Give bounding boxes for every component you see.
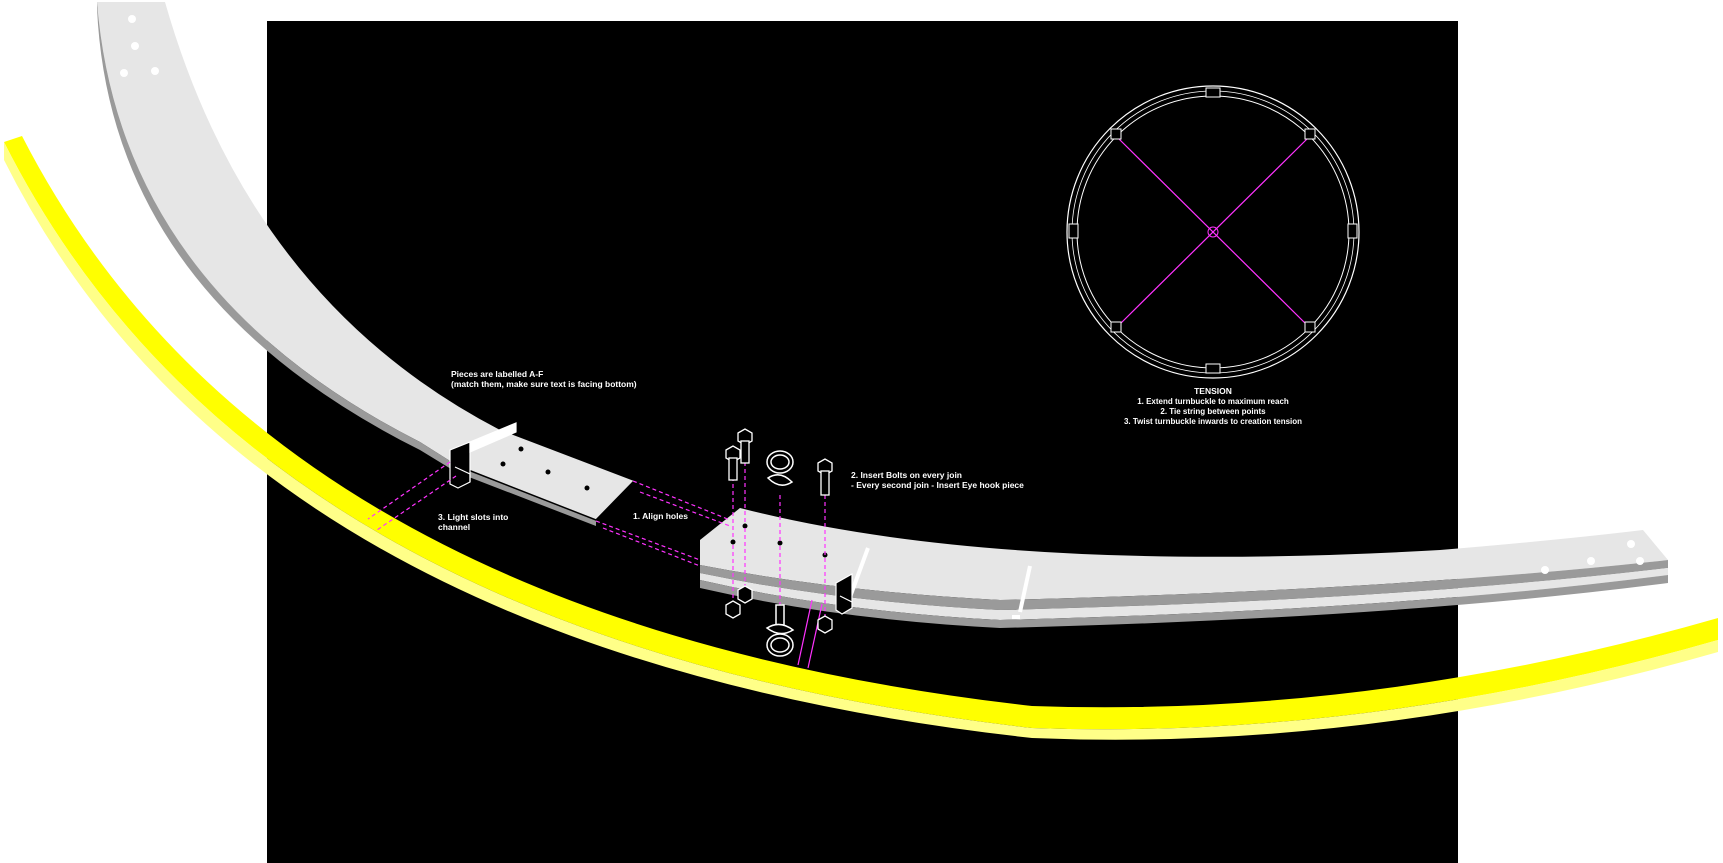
guide-lines: [367, 455, 826, 620]
hex-bolt-icon: [725, 445, 741, 481]
band-hole: [545, 469, 551, 475]
tension-step-3: 3. Twist turnbuckle inwards to creation …: [1124, 417, 1302, 426]
bolts-label-line2: - Every second join - Insert Eye hook pi…: [851, 480, 1024, 490]
band-hole: [120, 69, 128, 77]
band-hole: [1636, 557, 1644, 565]
band-hole: [151, 67, 159, 75]
ring-joint: [1347, 223, 1358, 239]
light-slots-label-line2: channel: [438, 522, 470, 532]
pieces-label-line2: (match them, make sure text is facing bo…: [451, 379, 637, 389]
pieces-label-line1: Pieces are labelled A-F: [451, 369, 543, 379]
tension-title: TENSION: [1194, 386, 1232, 396]
eye-hook-icon: [766, 450, 794, 486]
band-piece-right: [700, 508, 1668, 628]
band-hole: [128, 15, 136, 23]
tension-string: [1116, 136, 1310, 328]
ring-joint: [1110, 321, 1122, 333]
light-slots-label-line1: 3. Light slots into: [438, 512, 508, 522]
turnbuckle-lines: [797, 599, 823, 669]
ring-joint: [1304, 321, 1316, 333]
bolts-label-line1: 2. Insert Bolts on every join: [851, 470, 962, 480]
tension-step-2: 2. Tie string between points: [1160, 407, 1266, 416]
band-hole: [1627, 540, 1635, 548]
band-hole: [584, 485, 590, 491]
align-holes-label: 1. Align holes: [633, 511, 688, 521]
band-hole: [742, 523, 748, 529]
hex-nut-icon: [737, 585, 753, 604]
band-hole: [777, 540, 783, 546]
band-hole: [1587, 557, 1595, 565]
piece-label-mark: [1012, 615, 1020, 619]
ring-joint: [1110, 128, 1122, 140]
band-piece-left: [97, 2, 635, 526]
hex-bolt-icon: [817, 458, 833, 496]
band-hole: [1541, 566, 1549, 574]
ring-joint: [1205, 363, 1221, 374]
hex-bolt-icon: [737, 428, 753, 464]
tension-step-1: 1. Extend turnbuckle to maximum reach: [1137, 397, 1289, 406]
hex-nut-icon: [817, 615, 833, 634]
band-hole: [518, 446, 524, 452]
turnbuckle-center: [1207, 226, 1219, 238]
band-hole: [131, 42, 139, 50]
eye-hook-icon: [765, 604, 795, 657]
band-hole: [730, 539, 736, 545]
ring-joint: [1205, 87, 1221, 98]
hex-nut-icon: [725, 600, 741, 619]
band-hole: [500, 461, 506, 467]
channel-clip-icon: [835, 572, 853, 615]
assembled-ring: [1066, 85, 1360, 379]
yellow-light-strip: [4, 136, 1718, 740]
ring-joint: [1068, 223, 1079, 239]
ring-joint: [1304, 128, 1316, 140]
